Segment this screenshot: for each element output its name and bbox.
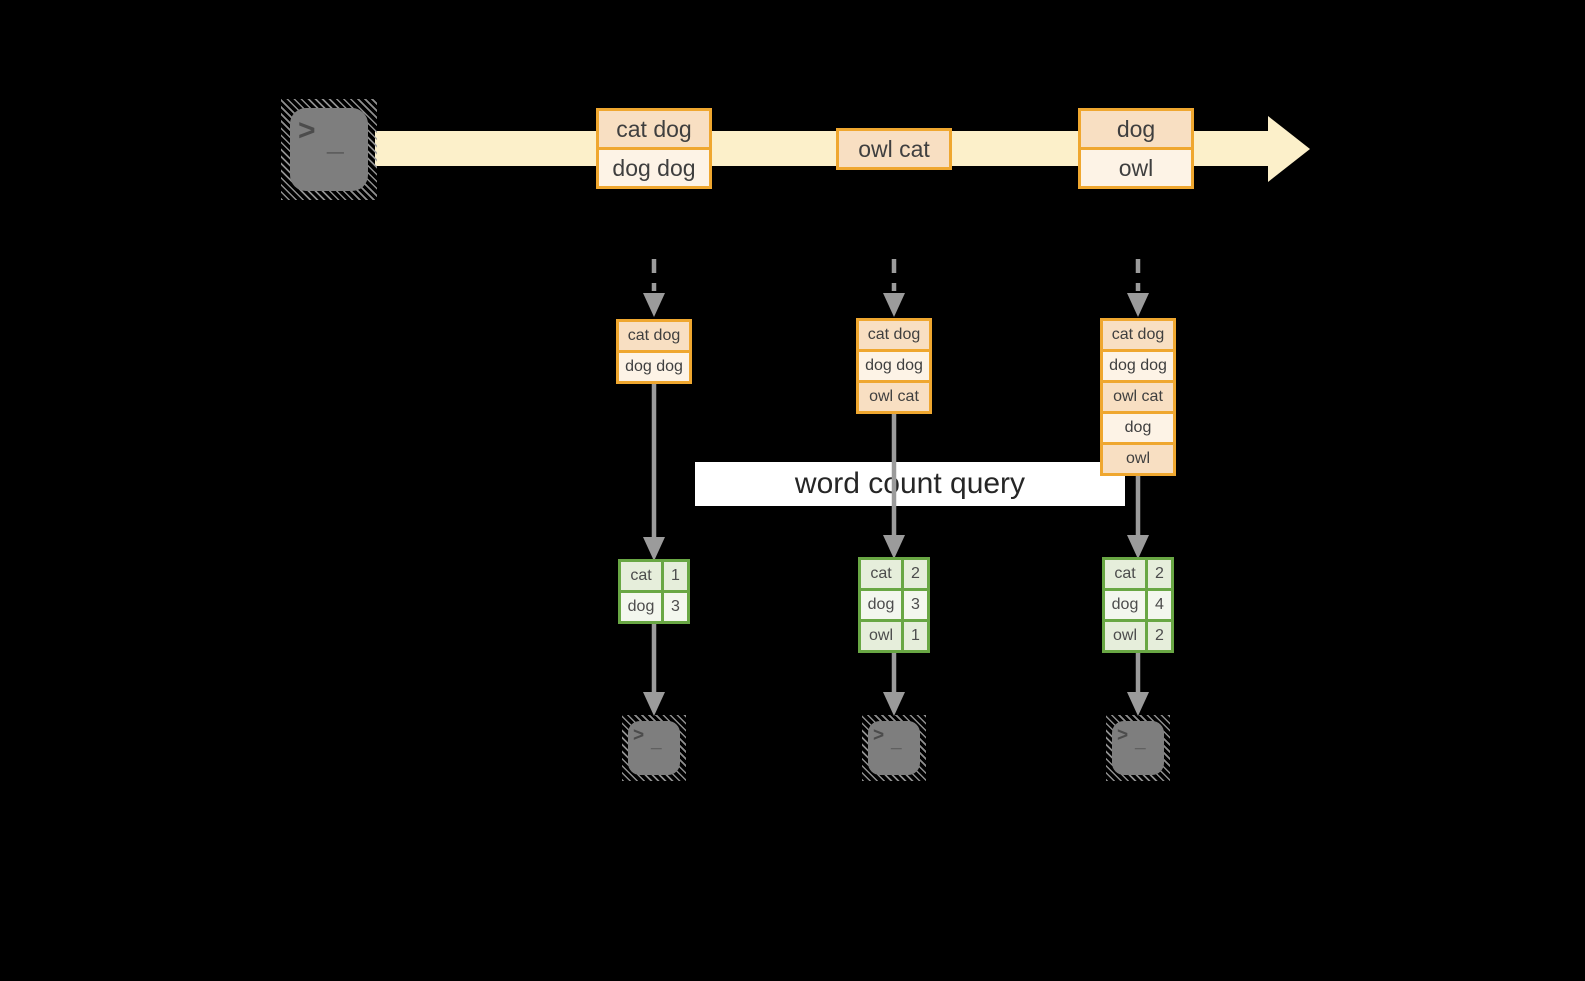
terminal-screen — [628, 721, 680, 775]
word-cell: dog — [621, 593, 661, 621]
record-cell: owl — [1103, 445, 1173, 473]
output-arrow-2-icon — [883, 653, 905, 716]
input-table-3: cat dog dog dog owl cat dog owl — [1100, 318, 1176, 476]
word-cell: cat — [861, 560, 901, 588]
trigger-arrow-3-icon — [1127, 259, 1149, 317]
record-cell: cat dog — [619, 322, 689, 350]
terminal-screen — [868, 721, 920, 775]
input-table-2: cat dog dog dog owl cat — [856, 318, 932, 414]
count-cell: 4 — [1148, 591, 1171, 619]
trigger-arrow-1-icon — [643, 259, 665, 317]
output-terminal-1-icon: > _ — [622, 715, 686, 781]
query-flow-arrow-2-icon — [883, 414, 905, 559]
word-cell: dog — [1105, 591, 1145, 619]
output-arrow-3-icon — [1127, 653, 1149, 716]
count-cell: 1 — [664, 562, 687, 590]
record-cell: cat dog — [1103, 321, 1173, 349]
record-cell: cat dog — [859, 321, 929, 349]
count-cell: 3 — [664, 593, 687, 621]
record-cell: dog — [1103, 414, 1173, 442]
record-cell: dog — [1081, 111, 1191, 147]
query-flow-arrow-3-icon — [1127, 476, 1149, 559]
query-label: word count query — [794, 467, 1026, 500]
cursor-icon: _ — [1135, 731, 1146, 752]
input-terminal-icon: > _ — [281, 99, 377, 200]
count-cell: 2 — [904, 560, 927, 588]
terminal-screen — [1112, 721, 1164, 775]
output-terminal-2-icon: > _ — [862, 715, 926, 781]
word-cell: owl — [1105, 622, 1145, 650]
stream-timeline-arrowhead — [1268, 116, 1310, 182]
cursor-icon: _ — [891, 731, 902, 752]
cursor-icon: _ — [327, 124, 344, 157]
prompt-icon: > — [873, 725, 885, 746]
cursor-icon: _ — [651, 731, 662, 752]
output-arrow-1-icon — [643, 624, 665, 716]
record-cell: owl cat — [839, 131, 949, 167]
prompt-icon: > — [1117, 725, 1129, 746]
word-cell: cat — [1105, 560, 1145, 588]
trigger-arrow-2-icon — [883, 259, 905, 317]
record-cell: dog dog — [619, 353, 689, 381]
input-table-1: cat dog dog dog — [616, 319, 692, 384]
count-cell: 3 — [904, 591, 927, 619]
word-cell: cat — [621, 562, 661, 590]
record-cell: dog dog — [859, 352, 929, 380]
terminal-screen — [290, 108, 368, 191]
prompt-icon: > — [633, 725, 645, 746]
record-cell: owl cat — [1103, 383, 1173, 411]
count-cell: 1 — [904, 622, 927, 650]
record-cell: dog dog — [1103, 352, 1173, 380]
record-cell: owl cat — [859, 383, 929, 411]
count-cell: 2 — [1148, 560, 1171, 588]
output-terminal-3-icon: > _ — [1106, 715, 1170, 781]
record-cell: owl — [1081, 150, 1191, 186]
record-cell: dog dog — [599, 150, 709, 186]
word-cell: dog — [861, 591, 901, 619]
stream-batch-2: owl cat — [836, 128, 952, 170]
query-flow-arrow-1-icon — [643, 384, 665, 561]
query-label-banner: word count query — [695, 462, 1125, 506]
count-cell: 2 — [1148, 622, 1171, 650]
record-cell: cat dog — [599, 111, 709, 147]
word-cell: owl — [861, 622, 901, 650]
prompt-icon: > — [298, 114, 316, 147]
